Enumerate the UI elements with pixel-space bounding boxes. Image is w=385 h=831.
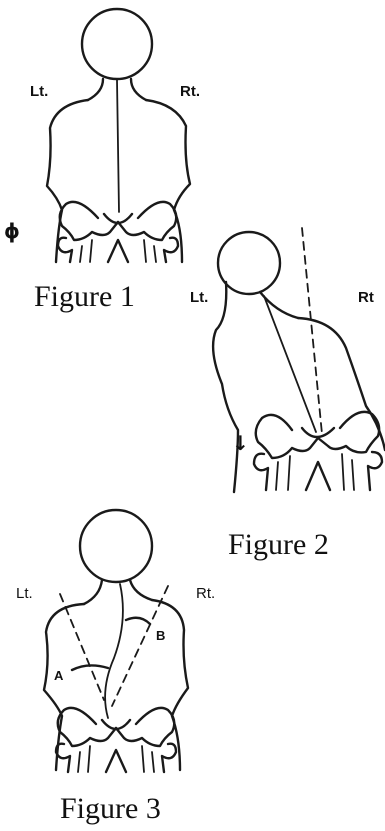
figure-2-caption: Figure 2 [228, 528, 329, 561]
figure-3-arc-a-label: A [54, 668, 64, 683]
figure-3-angle-arc-a [72, 665, 108, 670]
figure-1-phi-marker: ϕ [4, 219, 20, 243]
figure-3-curved-spine [105, 584, 123, 718]
figure-3-right-dashed-line [112, 586, 168, 706]
figure-2-right-label: Rt [358, 289, 374, 306]
figure-1-pelvis [58, 202, 178, 262]
figure-3-arc-b-label: B [156, 628, 165, 643]
figure-1-neck-left [88, 79, 103, 100]
figure-3-head [80, 510, 152, 582]
figure-2-down-arrow-marker: ↓ [232, 431, 249, 455]
figure-3-left-label: Lt. [16, 585, 33, 602]
figure-3-pelvis [56, 708, 176, 772]
figure-1-neck-right [131, 79, 146, 100]
figure-2-left-label: Lt. [190, 289, 208, 306]
figure-1-left-label: Lt. [30, 83, 48, 100]
figure-3-right-label: Rt. [196, 585, 215, 602]
figure-2-torso-left [213, 282, 238, 492]
figure-1: Lt. Rt. ϕ Figure 1 [4, 9, 200, 313]
figure-3: A B Lt. Rt. Figure 3 [16, 510, 215, 825]
figure-1-head [82, 9, 152, 79]
figure-3-neck-right [130, 580, 152, 600]
figure-2-torso-right [298, 318, 385, 450]
figure-3-neck-left [84, 580, 102, 604]
figure-2: Lt. Rt ↓ Figure 2 [190, 228, 385, 561]
figure-1-caption: Figure 1 [34, 280, 135, 313]
figure-3-caption: Figure 3 [60, 792, 161, 825]
figure-1-spine-line [117, 80, 119, 212]
figure-2-neck [260, 292, 298, 318]
figure-1-right-label: Rt. [180, 83, 200, 100]
figure-3-angle-arc-b [126, 618, 150, 624]
figure-2-pelvis [254, 412, 382, 490]
figure-3-left-dashed-line [60, 594, 104, 700]
